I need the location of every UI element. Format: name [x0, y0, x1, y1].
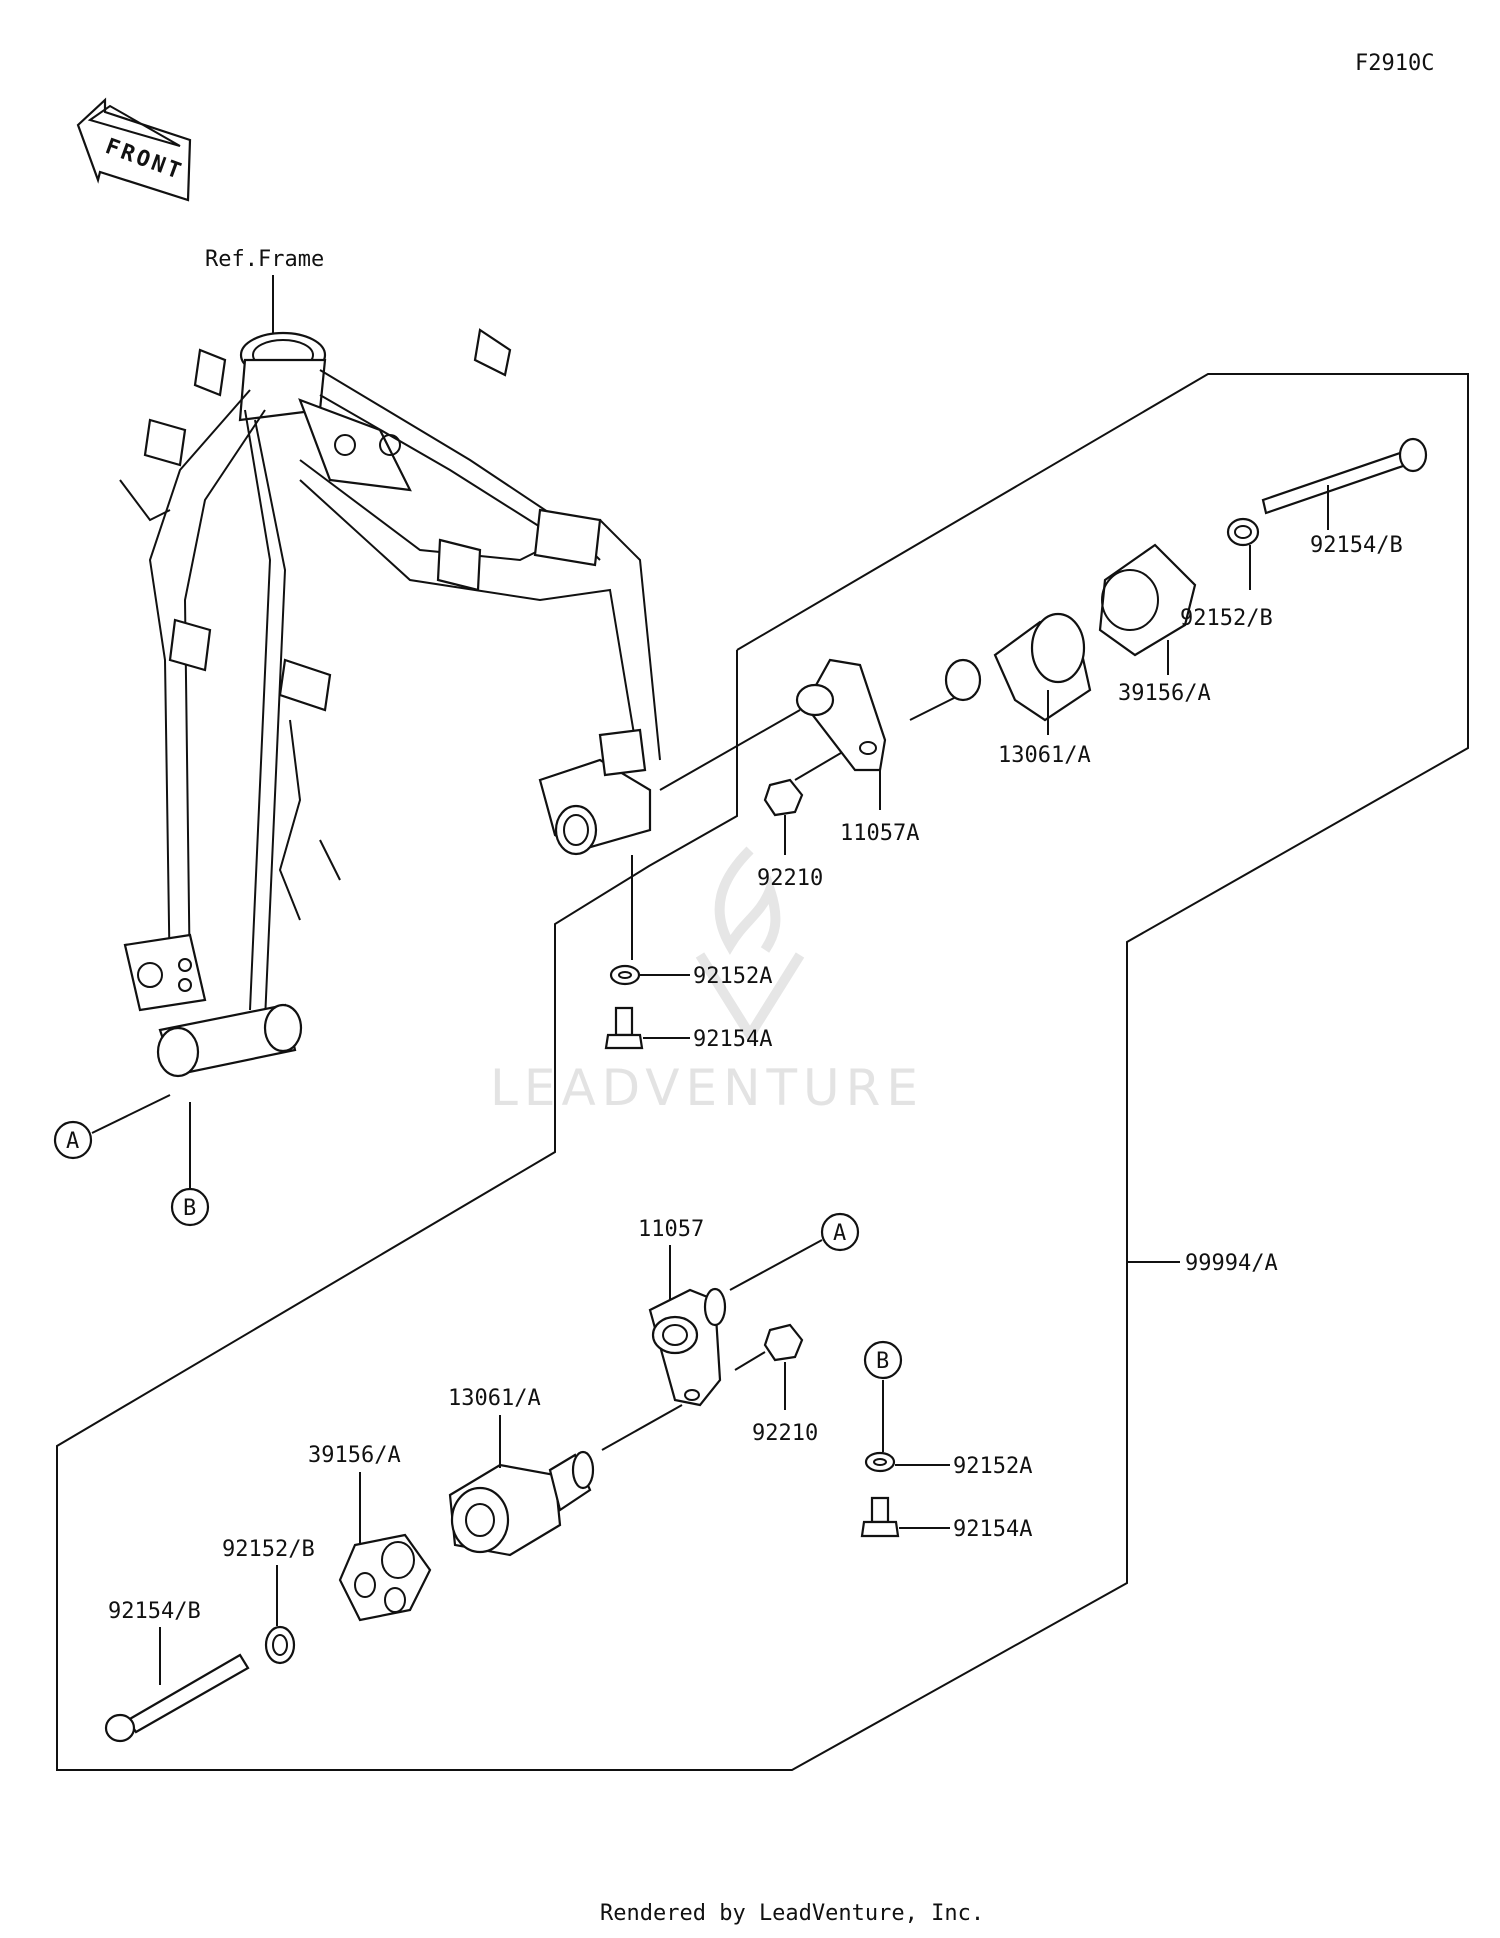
washer-92152A-top: [609, 964, 641, 986]
ref-circle-b-kit: B: [863, 1340, 903, 1452]
label-92210-top: 92210: [757, 866, 823, 891]
label-92154B-bottom: 92154/B: [108, 1599, 201, 1624]
bolt-92154A-bottom: [860, 1496, 900, 1538]
watermark: LEADVENTURE: [490, 1059, 924, 1117]
kit-outline: [56, 373, 1469, 1771]
label-39156A-bottom: 39156/A: [308, 1443, 401, 1468]
front-arrow-icon: FRONT: [76, 97, 192, 202]
label-11057A: 11057A: [840, 821, 919, 846]
svg-text:B: B: [183, 1196, 196, 1221]
label-92152A-bottom: 92152A: [953, 1454, 1032, 1479]
svg-text:A: A: [66, 1129, 79, 1154]
lower-kit-parts: [104, 1287, 804, 1743]
label-92210-bottom: 92210: [752, 1421, 818, 1446]
label-92154A-bottom: 92154A: [953, 1517, 1032, 1542]
washer-92152A-bottom: [864, 1451, 896, 1473]
svg-text:B: B: [876, 1349, 889, 1374]
label-92152B-bottom: 92152/B: [222, 1537, 315, 1562]
ref-circle-a-frame: A: [53, 1094, 171, 1160]
footer-credit: Rendered by LeadVenture, Inc.: [600, 1901, 984, 1926]
frame-drawing: [119, 328, 661, 1078]
label-92152A-top: 92152A: [693, 964, 772, 989]
label-92154B-top: 92154/B: [1310, 533, 1403, 558]
ref-frame-label: Ref.Frame: [205, 247, 324, 272]
label-11057: 11057: [638, 1217, 704, 1242]
ref-circle-b-frame: B: [170, 1102, 210, 1227]
watermark-logo: [695, 846, 805, 1045]
label-99994A: 99994/A: [1185, 1251, 1278, 1276]
label-13061A-top: 13061/A: [998, 743, 1091, 768]
diagram-code: F2910C: [1355, 51, 1434, 76]
label-39156A-top: 39156/A: [1118, 681, 1211, 706]
svg-text:A: A: [833, 1221, 846, 1246]
bolt-92154A-top: [604, 1006, 644, 1050]
label-92152B-top: 92152/B: [1180, 606, 1273, 631]
ref-circle-a-kit: A: [729, 1212, 860, 1291]
label-13061A-bottom: 13061/A: [448, 1386, 541, 1411]
upper-kit-parts: [659, 437, 1428, 817]
label-92154A-top: 92154A: [693, 1027, 772, 1052]
